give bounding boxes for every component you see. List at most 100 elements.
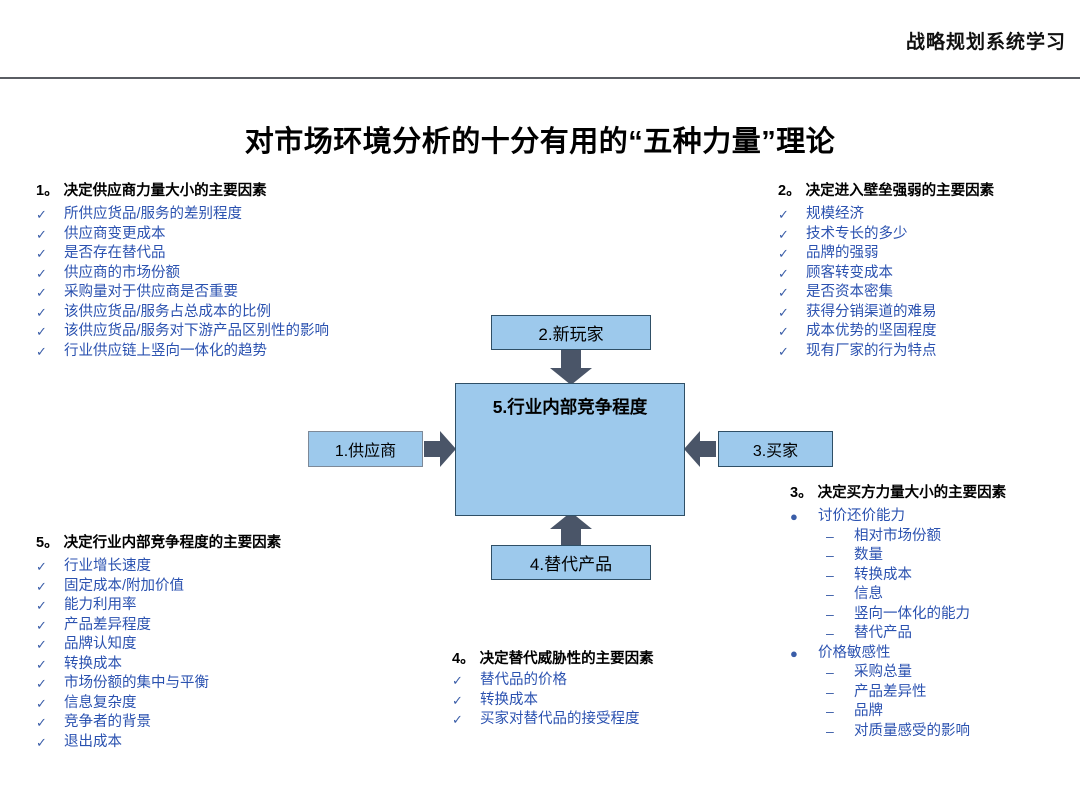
- list-item: –品牌: [790, 702, 1070, 722]
- bullet-dash-icon: –: [826, 664, 834, 680]
- section-item-list: ●讨价还价能力–相对市场份额–数量–转换成本–信息–竖向一体化的能力–替代产品●…: [790, 507, 1070, 741]
- diagram-box-substitutes[interactable]: 4.替代产品: [491, 545, 651, 580]
- section-heading: 4。 决定替代威胁性的主要因素: [452, 650, 752, 669]
- list-item-label: 转换成本: [854, 566, 912, 583]
- section-substitute-threat: 4。 决定替代威胁性的主要因素 ✓替代品的价格✓转换成本✓买家对替代品的接受程度: [452, 650, 752, 730]
- list-item-label: 产品差异性: [854, 683, 927, 700]
- list-item-label: 品牌认知度: [64, 636, 137, 652]
- bullet-dash-icon: –: [826, 605, 834, 622]
- section-heading: 2。 决定进入壁垒强弱的主要因素: [778, 182, 1068, 201]
- list-item: ✓ 产品差异程度: [36, 616, 336, 636]
- list-item-label: 顾客转变成本: [806, 264, 893, 281]
- list-item: ✓规模经济: [778, 205, 1068, 225]
- diagram-box-suppliers[interactable]: 1.供应商: [308, 431, 423, 467]
- list-item: – 竖向一体化的能力: [790, 605, 1070, 625]
- list-item-label: 替代品的价格: [480, 672, 567, 688]
- arrow-right-icon: [424, 431, 456, 467]
- bullet-dash-icon: –: [826, 547, 834, 563]
- section-number: 3。: [790, 485, 813, 501]
- list-item: ✓ 转换成本: [36, 655, 336, 675]
- list-item-label: 该供应货品/服务占总成本的比例: [64, 303, 272, 320]
- list-item-label: 行业增长速度: [64, 558, 151, 574]
- list-item: ✓是否资本密集: [778, 283, 1068, 303]
- check-icon: ✓: [778, 265, 789, 281]
- list-item: ✓供应商的市场份额: [36, 264, 336, 284]
- list-item-label: 转换成本: [64, 655, 122, 672]
- bullet-dash-icon: –: [826, 586, 834, 602]
- list-item: ✓行业供应链上竖向一体化的趋势: [36, 342, 336, 362]
- list-item-label: 产品差异程度: [64, 616, 151, 633]
- diagram-box-buyers[interactable]: 3.买家: [718, 431, 833, 467]
- list-item-label: 能力利用率: [64, 597, 137, 613]
- check-icon: ✓: [778, 226, 789, 242]
- page-title: 对市场环境分析的十分有用的“五种力量”理论: [244, 126, 836, 158]
- check-icon: ✓: [36, 656, 47, 672]
- list-item-label: 采购总量: [854, 664, 912, 680]
- bullet-dot-icon: ●: [790, 509, 798, 524]
- check-icon: ✓: [778, 285, 789, 300]
- bullet-dash-icon: –: [826, 566, 834, 583]
- list-item: ✓该供应货品/服务占总成本的比例: [36, 303, 336, 323]
- list-item-label: 获得分销渠道的难易: [806, 303, 937, 320]
- section-heading-text: 决定进入壁垒强弱的主要因素: [805, 183, 995, 199]
- list-item: ✓技术专长的多少: [778, 225, 1068, 245]
- list-item-label: 退出成本: [64, 733, 122, 750]
- section-heading-text: 决定买方力量大小的主要因素: [817, 485, 1007, 501]
- check-icon: ✓: [778, 304, 789, 320]
- section-heading: 3。 决定买方力量大小的主要因素: [790, 484, 1070, 503]
- check-icon: ✓: [36, 324, 47, 339]
- list-item-label: 竖向一体化的能力: [854, 605, 970, 622]
- section-buyer-power: 3。 决定买方力量大小的主要因素 ●讨价还价能力–相对市场份额–数量–转换成本–…: [790, 484, 1070, 741]
- list-item: –产品差异性: [790, 683, 1070, 703]
- bullet-dot-icon: ●: [790, 645, 798, 661]
- check-icon: ✓: [36, 559, 47, 574]
- section-heading-text: 决定供应商力量大小的主要因素: [63, 183, 267, 199]
- arrow-up-icon: [550, 512, 592, 545]
- check-icon: ✓: [36, 246, 47, 261]
- section-number: 5。: [36, 535, 59, 551]
- list-item-label: 转换成本: [480, 691, 538, 708]
- list-item-label: 采购量对于供应商是否重要: [64, 284, 238, 300]
- list-item: ✓成本优势的坚固程度: [778, 322, 1068, 342]
- list-item: ✓ 采购量对于供应商是否重要: [36, 283, 336, 303]
- check-icon: ✓: [36, 637, 47, 652]
- check-icon: ✓: [778, 207, 789, 222]
- list-item: ✓ 是否存在替代品: [36, 244, 336, 264]
- list-item-label: 固定成本/附加价值: [64, 577, 185, 594]
- check-icon: ✓: [36, 285, 47, 300]
- list-item-label: 相对市场份额: [854, 527, 941, 544]
- bullet-dash-icon: –: [826, 722, 834, 739]
- section-item-list: ✓行业增长速度✓固定成本/附加价值✓能力利用率✓产品差异程度✓品牌认知度✓转换成…: [36, 557, 336, 752]
- section-heading: 5。 决定行业内部竞争程度的主要因素: [36, 534, 336, 553]
- header-title: 战略规划系统学习: [905, 32, 1066, 53]
- section-heading: 1。 决定供应商力量大小的主要因素: [36, 182, 336, 201]
- list-item-label: 是否存在替代品: [64, 245, 166, 261]
- list-item-label: 现有厂家的行为特点: [806, 342, 937, 359]
- diagram-box-internal-rivalry[interactable]: 5.行业内部竞争程度: [455, 383, 685, 516]
- check-icon: ✓: [778, 324, 789, 339]
- list-item-label: 对质量感受的影响: [854, 722, 970, 739]
- list-item: ✓ 获得分销渠道的难易: [778, 303, 1068, 323]
- list-item-label: 市场份额的集中与平衡: [64, 675, 209, 691]
- arrow-left-icon: [684, 431, 716, 467]
- list-item: ✓所供应货品/服务的差别程度: [36, 205, 336, 225]
- list-item-label: 品牌的强弱: [806, 245, 879, 261]
- five-forces-diagram: 2.新玩家 5.行业内部竞争程度 4.替代产品 1.供应商 3.买家: [300, 305, 840, 595]
- list-item: – 信息: [790, 585, 1070, 605]
- list-item-label: 信息: [854, 586, 883, 602]
- list-item: –替代产品: [790, 624, 1070, 644]
- section-number: 4。: [452, 651, 475, 667]
- bullet-dash-icon: –: [826, 703, 834, 719]
- bullet-dash-icon: –: [826, 527, 834, 544]
- section-supplier-power: 1。 决定供应商力量大小的主要因素 ✓所供应货品/服务的差别程度✓供应商变更成本…: [36, 182, 336, 361]
- list-item: ●价格敏感性: [790, 644, 1070, 664]
- section-number: 2。: [778, 183, 801, 199]
- diagram-box-new-entrants[interactable]: 2.新玩家: [491, 315, 651, 350]
- list-item: – 采购总量: [790, 663, 1070, 683]
- bullet-dash-icon: –: [826, 625, 834, 641]
- list-item: ✓退出成本: [36, 733, 336, 753]
- check-icon: ✓: [452, 692, 463, 708]
- check-icon: ✓: [36, 617, 47, 633]
- list-item: ✓买家对替代品的接受程度: [452, 710, 752, 730]
- list-item: ✓ 行业增长速度: [36, 557, 336, 577]
